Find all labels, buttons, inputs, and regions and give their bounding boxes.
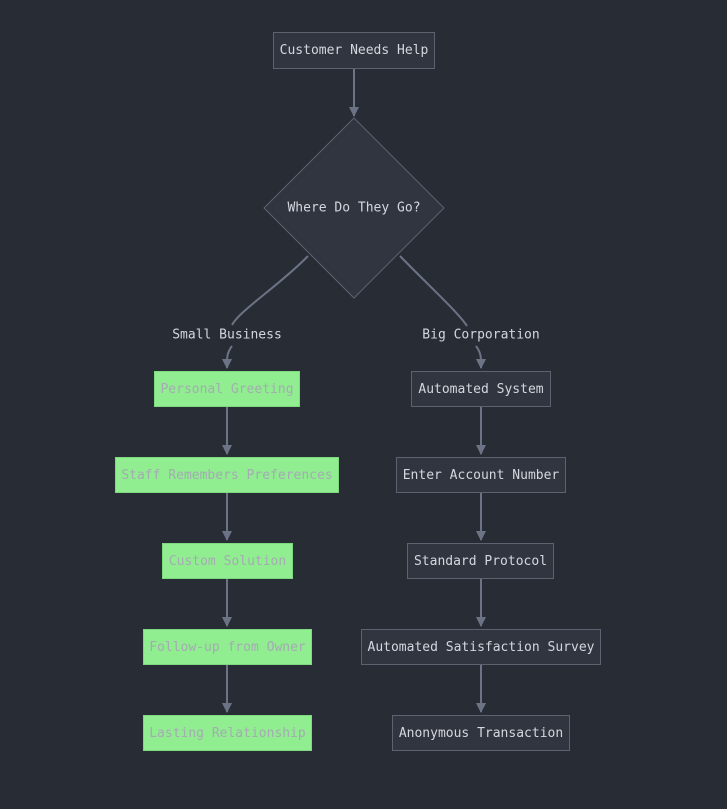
edge-big-label-to-automated [475, 345, 487, 369]
edge-decision-to-big [399, 255, 468, 327]
decision-diamond [263, 117, 445, 299]
big-step-automated-system: Automated System [411, 371, 551, 407]
branch-label-big-corporation: Big Corporation [422, 327, 540, 343]
big-step-standard-protocol: Standard Protocol [407, 543, 554, 579]
edge-decision-to-small [231, 255, 309, 326]
small-step-personal-greeting: Personal Greeting [154, 371, 300, 407]
edge-small-label-to-greeting [221, 345, 233, 369]
big-step-enter-account-number: Enter Account Number [396, 457, 566, 493]
small-step-staff-remembers-preferences: Staff Remembers Preferences [115, 457, 339, 493]
start-node: Customer Needs Help [273, 32, 435, 69]
branch-label-small-business: Small Business [172, 327, 282, 343]
small-step-follow-up-from-owner: Follow-up from Owner [143, 629, 312, 665]
big-step-anonymous-transaction: Anonymous Transaction [392, 715, 570, 751]
big-step-automated-satisfaction-survey: Automated Satisfaction Survey [361, 629, 601, 665]
small-step-custom-solution: Custom Solution [162, 543, 293, 579]
small-step-lasting-relationship: Lasting Relationship [143, 715, 312, 751]
decision-label: Where Do They Go? [287, 200, 421, 216]
